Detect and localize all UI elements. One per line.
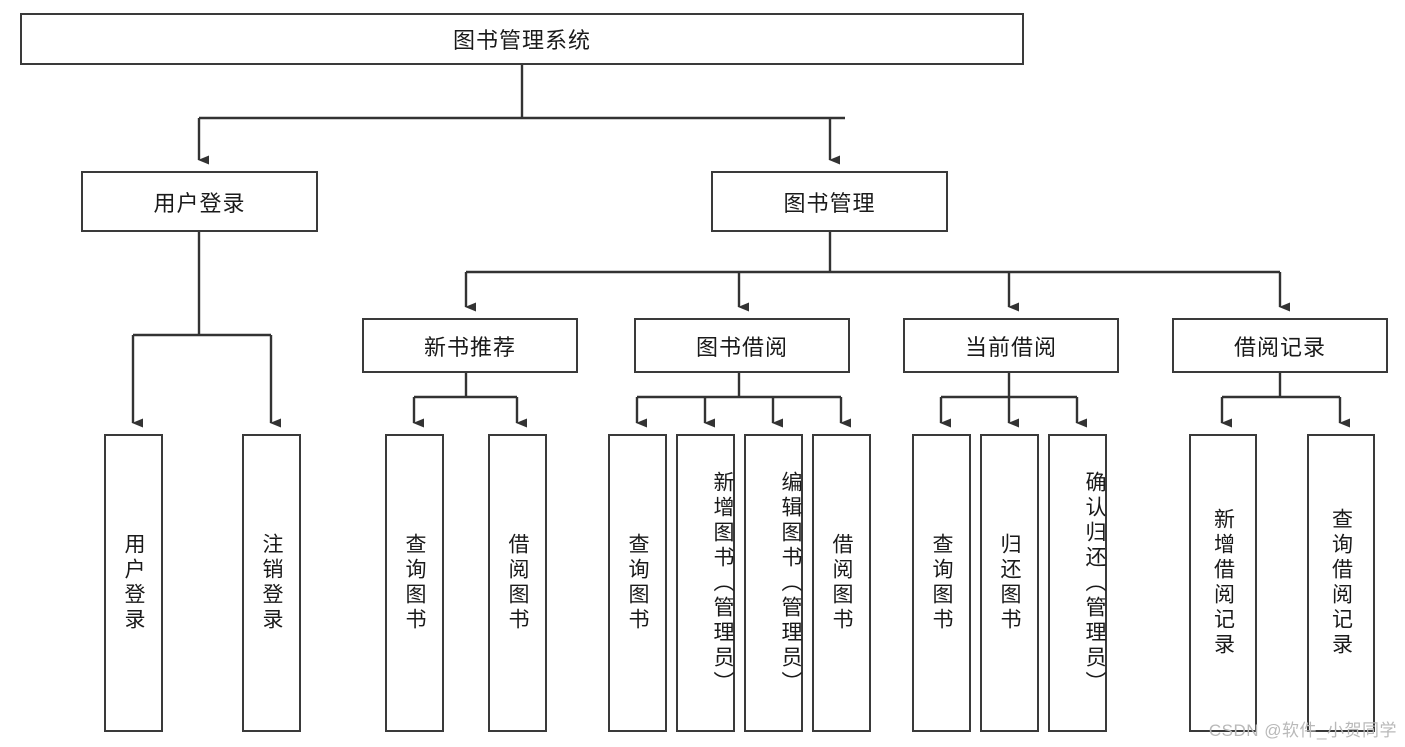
- node-label: 图书借阅: [695, 334, 788, 360]
- node-label: 新书推荐: [423, 334, 516, 360]
- node-label: 新增借阅记录: [1211, 508, 1235, 658]
- leaf-book-borrow-edit[interactable]: 编辑图书（管理员）: [744, 434, 803, 732]
- leaf-current-borrow-query[interactable]: 查询图书: [912, 434, 971, 732]
- node-user-login[interactable]: 用户登录: [81, 171, 318, 232]
- node-label: 借阅记录: [1233, 334, 1326, 360]
- node-label: 归还图书: [998, 533, 1021, 633]
- node-label: 借阅图书: [830, 533, 853, 633]
- node-current-borrow[interactable]: 当前借阅: [903, 318, 1119, 373]
- leaf-current-borrow-return[interactable]: 归还图书: [980, 434, 1039, 732]
- node-label: 查询图书: [403, 533, 426, 633]
- node-label: 图书管理系统: [452, 28, 591, 53]
- csdn-watermark: CSDN @软件_小贺同学: [1208, 721, 1397, 740]
- node-book-management[interactable]: 图书管理: [711, 171, 948, 232]
- node-label: 图书管理: [783, 190, 876, 216]
- leaf-user-login-logout[interactable]: 注销登录: [242, 434, 301, 732]
- leaf-book-borrow-add[interactable]: 新增图书（管理员）: [676, 434, 735, 732]
- leaf-current-borrow-confirm-return[interactable]: 确认归还（管理员）: [1048, 434, 1107, 732]
- node-label: 用户登录: [122, 533, 145, 633]
- node-label: 当前借阅: [964, 334, 1057, 360]
- leaf-new-book-borrow[interactable]: 借阅图书: [488, 434, 547, 732]
- node-label: 查询图书: [930, 533, 953, 633]
- node-label: 查询借阅记录: [1329, 508, 1353, 658]
- leaf-borrow-record-query[interactable]: 查询借阅记录: [1307, 434, 1375, 732]
- node-new-book-recommend[interactable]: 新书推荐: [362, 318, 578, 373]
- node-label: 确认归还（管理员）: [1083, 470, 1106, 696]
- node-label: 用户登录: [153, 190, 246, 216]
- node-book-borrow[interactable]: 图书借阅: [634, 318, 850, 373]
- leaf-user-login-login[interactable]: 用户登录: [104, 434, 163, 732]
- leaf-book-borrow-query[interactable]: 查询图书: [608, 434, 667, 732]
- leaf-new-book-query[interactable]: 查询图书: [385, 434, 444, 732]
- node-label: 借阅图书: [506, 533, 529, 633]
- node-label: 编辑图书（管理员）: [779, 470, 802, 696]
- node-borrow-record[interactable]: 借阅记录: [1172, 318, 1388, 373]
- leaf-borrow-record-add[interactable]: 新增借阅记录: [1189, 434, 1257, 732]
- node-label: 注销登录: [260, 533, 283, 633]
- leaf-book-borrow-lend[interactable]: 借阅图书: [812, 434, 871, 732]
- node-label: 新增图书（管理员）: [711, 470, 734, 696]
- node-label: 查询图书: [626, 533, 649, 633]
- node-root-system[interactable]: 图书管理系统: [20, 13, 1024, 65]
